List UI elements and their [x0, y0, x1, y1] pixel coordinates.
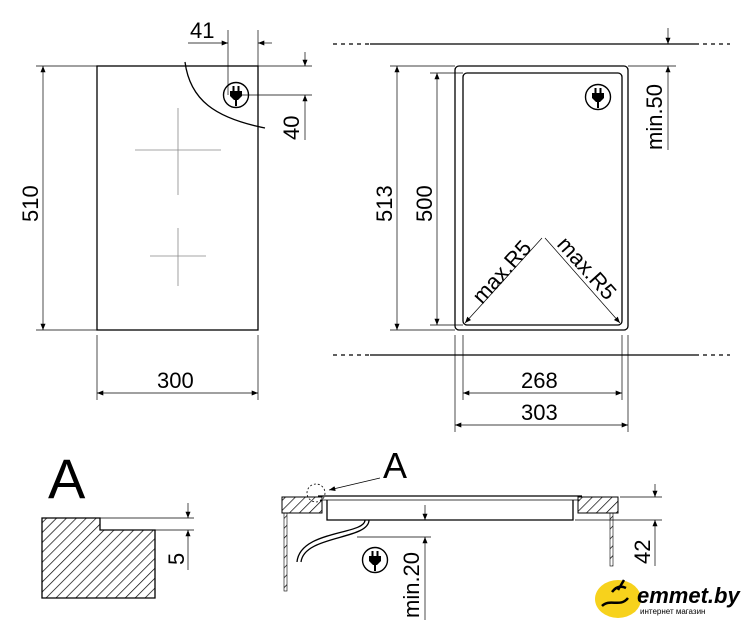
dim-min-clearance: min.50: [642, 84, 667, 150]
dim-inner-height: 500: [412, 185, 437, 222]
radius-label-left: max.R5: [467, 235, 536, 308]
cable: [296, 519, 366, 563]
detail-a-marker: [306, 483, 326, 503]
logo-tagline: интернет магазин: [640, 607, 705, 616]
radius-label-right: max.R5: [552, 232, 621, 305]
ant-mascot-icon: [601, 579, 629, 607]
dim-hob-height: 510: [18, 185, 43, 222]
dim-hob-height: 42: [630, 540, 655, 564]
plug-icon: [361, 546, 389, 574]
hob-top-view: 41 40 510 300: [18, 18, 312, 400]
section-view: A min.20 42: [281, 445, 662, 620]
detail-a-label: A: [48, 447, 86, 510]
cutout-inner: [462, 72, 623, 326]
logo-badge: [595, 580, 641, 618]
cabinet-wall-left: [283, 512, 288, 592]
cable-zone-curve: [184, 61, 266, 129]
logo-brand: emmet.by: [637, 583, 741, 608]
cutout-view: min.50 513 500 max.R5 max.R5 268 303: [333, 28, 730, 432]
dim-plug-offset-y: 40: [279, 116, 304, 140]
emmet-logo: emmet.by интернет магазин: [595, 579, 741, 618]
cutout-outer: [454, 65, 629, 331]
hob-body: [326, 500, 574, 521]
worktop-right: [577, 496, 619, 514]
dim-hob-width: 300: [157, 368, 194, 393]
worktop-profile: [41, 517, 156, 599]
burner-mark-upper: [135, 108, 221, 195]
dim-plug-offset-x: 41: [190, 18, 214, 43]
section-detail-label: A: [383, 445, 407, 486]
hob-outline: [96, 65, 259, 331]
dim-min-below: min.20: [399, 552, 424, 618]
detail-a: A 5: [41, 447, 194, 599]
dim-outer-width: 303: [521, 400, 558, 425]
dim-outer-height: 513: [372, 185, 397, 222]
dim-rebate-depth: 5: [164, 553, 189, 565]
dim-inner-width: 268: [521, 368, 558, 393]
burner-mark-lower: [150, 228, 206, 286]
cabinet-wall-right: [609, 512, 614, 567]
worktop-left: [281, 496, 323, 514]
plug-icon: [584, 83, 612, 111]
